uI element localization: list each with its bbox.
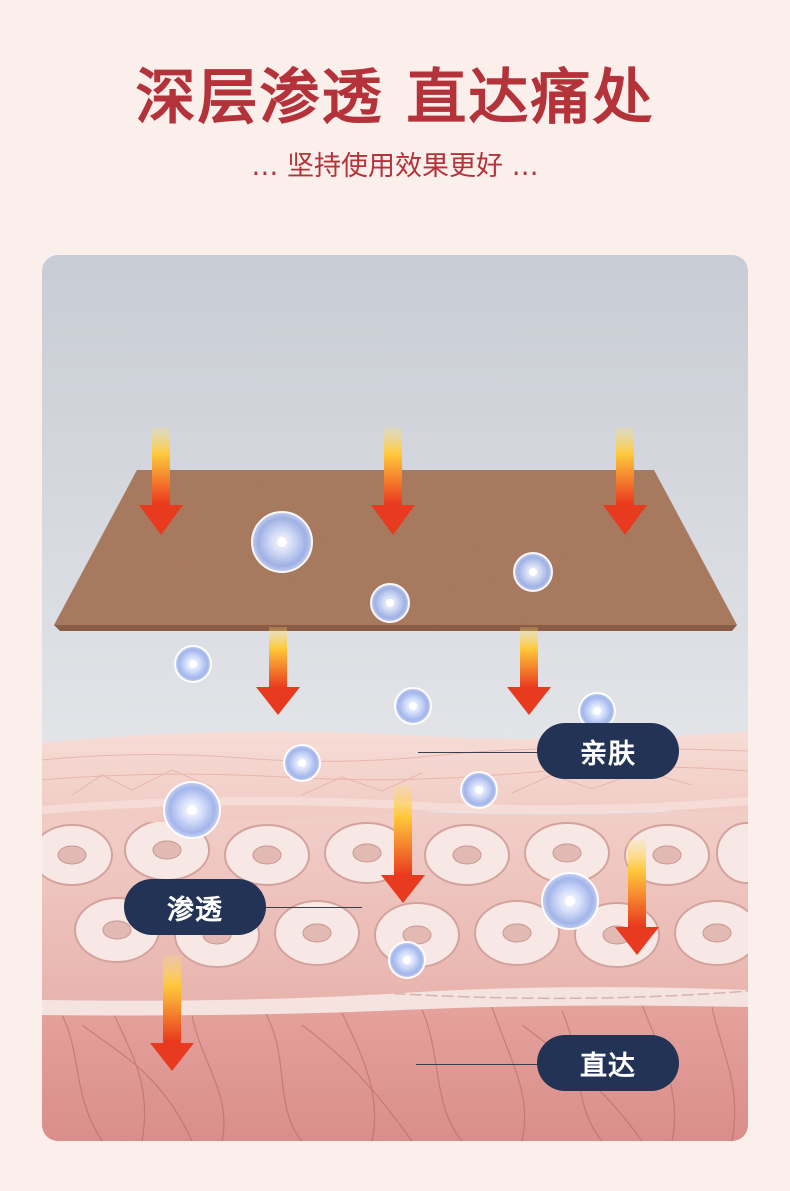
leader-line-penetrate: [264, 907, 362, 908]
bubble: [251, 511, 313, 573]
arrow-skin-right: [615, 840, 659, 955]
bubble: [283, 744, 321, 782]
leader-line-reach: [416, 1064, 538, 1065]
arrows: [139, 427, 659, 1071]
bubble: [541, 872, 599, 930]
bubble: [513, 552, 553, 592]
arrow-top-center: [371, 427, 415, 535]
arrow-skin-center: [381, 785, 425, 903]
leader-line-skin: [418, 752, 538, 753]
bubble: [388, 941, 426, 979]
bubble: [460, 771, 498, 809]
illustration-panel: 亲肤 渗透 直达: [42, 255, 748, 1141]
label-skin: 亲肤: [537, 723, 679, 779]
bubble: [163, 781, 221, 839]
label-reach: 直达: [537, 1035, 679, 1091]
arrow-top-left: [139, 427, 183, 535]
penetration-illustration: [42, 255, 748, 1141]
arrow-top-right: [603, 427, 647, 535]
patch-edge: [54, 625, 737, 631]
bubble: [394, 687, 432, 725]
page-title: 深层渗透 直达痛处: [135, 63, 655, 133]
dermis-layer: [42, 990, 748, 1141]
dermis-fibers: [61, 1004, 736, 1141]
bubbles: [163, 511, 616, 979]
label-penetrate: 渗透: [124, 879, 266, 935]
patch-texture: [54, 470, 737, 625]
bubble: [370, 583, 410, 623]
bubble: [174, 645, 212, 683]
arrow-mid-right: [507, 627, 551, 715]
arrow-mid-left: [256, 627, 300, 715]
arrow-deep-left: [150, 955, 194, 1071]
page-subtitle: … 坚持使用效果更好 …: [251, 151, 539, 182]
